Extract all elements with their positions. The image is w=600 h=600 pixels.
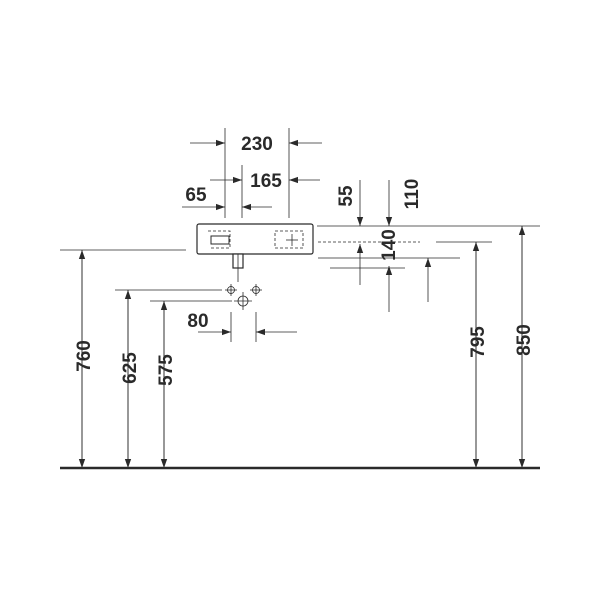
dim-850: 850 [514, 226, 535, 468]
dim-label-795: 795 [468, 326, 489, 358]
dim-760: 760 [60, 249, 186, 468]
dim-label-110: 110 [402, 179, 423, 210]
supply-connections [225, 284, 262, 310]
dim-label-230: 230 [241, 134, 273, 155]
dim-label-165: 165 [250, 171, 282, 192]
dim-65: 65 [182, 185, 272, 211]
dim-label-55: 55 [336, 185, 357, 207]
dim-140: 140 [356, 229, 432, 312]
dim-165: 165 [210, 165, 320, 218]
extension-lines-right [317, 225, 540, 269]
dim-575: 575 [150, 300, 232, 468]
dim-55: 55 [336, 180, 364, 226]
dim-label-65: 65 [185, 185, 207, 206]
wash-basin [196, 223, 314, 282]
dim-625: 625 [115, 289, 222, 468]
dim-label-575: 575 [156, 354, 177, 386]
dim-795: 795 [468, 242, 489, 468]
dim-label-140: 140 [379, 229, 400, 261]
dim-label-625: 625 [120, 352, 141, 384]
dim-label-850: 850 [514, 324, 535, 356]
dim-230: 230 [190, 128, 322, 218]
dim-label-760: 760 [74, 340, 95, 372]
dim-110: 110 [385, 179, 423, 226]
dim-label-80: 80 [187, 311, 208, 332]
dim-80: 80 [187, 311, 297, 342]
